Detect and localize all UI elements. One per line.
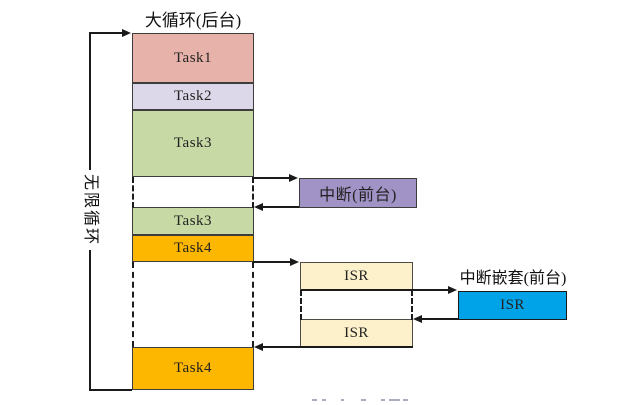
- arrow-task4-to-isr-head-icon: [290, 258, 299, 266]
- task1-box: Task1: [132, 33, 254, 83]
- cropped-caption-fragment: [381, 399, 385, 401]
- task2-label: Task2: [173, 88, 213, 104]
- task3-resume-box: Task3: [132, 207, 254, 235]
- arrow-interrupt-to-task3-line: [262, 206, 299, 208]
- task4-resume-label: Task4: [173, 360, 213, 376]
- isr-gap-right-dashed-line: [410, 290, 413, 320]
- isr-bottom-box: ISR: [300, 319, 413, 347]
- task3-label: Task3: [173, 135, 213, 151]
- cropped-caption-fragment: [361, 399, 366, 401]
- loop-top-arrow-line: [89, 32, 123, 34]
- nested-isr-box: ISR: [458, 291, 567, 320]
- gap1-right-dashed-line: [251, 177, 254, 208]
- gap2-left-dashed-line: [132, 262, 134, 347]
- interrupt-foreground-box: 中断(前台): [299, 178, 417, 208]
- arrow-task3-to-interrupt-head-icon: [289, 174, 298, 182]
- task4-box: Task4: [132, 235, 254, 262]
- arrow-task4-to-isr-line: [253, 261, 291, 263]
- arrow-task3-to-interrupt-line: [253, 177, 290, 179]
- gap1-left-dashed-line: [132, 177, 134, 208]
- isr-gap-left-dashed-line: [300, 290, 302, 320]
- task3-resume-label: Task3: [173, 212, 213, 229]
- isr-top-label: ISR: [344, 267, 369, 284]
- cropped-caption-fragment: [341, 399, 344, 401]
- arrow-nested-to-isr-head-icon: [413, 315, 422, 323]
- arrow-nested-to-isr-line: [421, 318, 458, 320]
- nested-isr-label: ISR: [500, 297, 525, 313]
- nested-interrupt-title: 中断嵌套(前台): [459, 270, 567, 287]
- arrow-isr-to-task4-line: [262, 346, 413, 348]
- isr-bottom-label: ISR: [344, 324, 369, 341]
- cropped-caption-fragment: [322, 399, 326, 401]
- isr-top-box: ISR: [300, 262, 413, 290]
- arrow-isr-to-nested-line: [301, 289, 449, 291]
- arrow-isr-to-task4-head-icon: [254, 343, 263, 351]
- arrow-isr-to-nested-head-icon: [448, 286, 457, 294]
- arrow-interrupt-to-task3-head-icon: [254, 203, 263, 211]
- cropped-caption-fragment: [389, 399, 400, 401]
- loop-bottom-return-line: [89, 389, 132, 391]
- task1-label: Task1: [173, 49, 213, 66]
- task4-label: Task4: [173, 240, 213, 256]
- gap2-right-dashed-line: [251, 262, 254, 347]
- cropped-caption-fragment: [403, 399, 408, 401]
- interrupt-foreground-label: 中断(前台): [319, 187, 397, 204]
- task4-resume-box: Task4: [132, 347, 254, 390]
- task3-box: Task3: [132, 110, 254, 177]
- infinite-loop-label: 无限循环: [81, 170, 99, 250]
- loop-top-arrowhead-icon: [122, 29, 131, 37]
- cropped-caption-fragment: [312, 399, 317, 401]
- task2-box: Task2: [132, 83, 254, 110]
- background-loop-title: 大循环(后台): [144, 11, 242, 30]
